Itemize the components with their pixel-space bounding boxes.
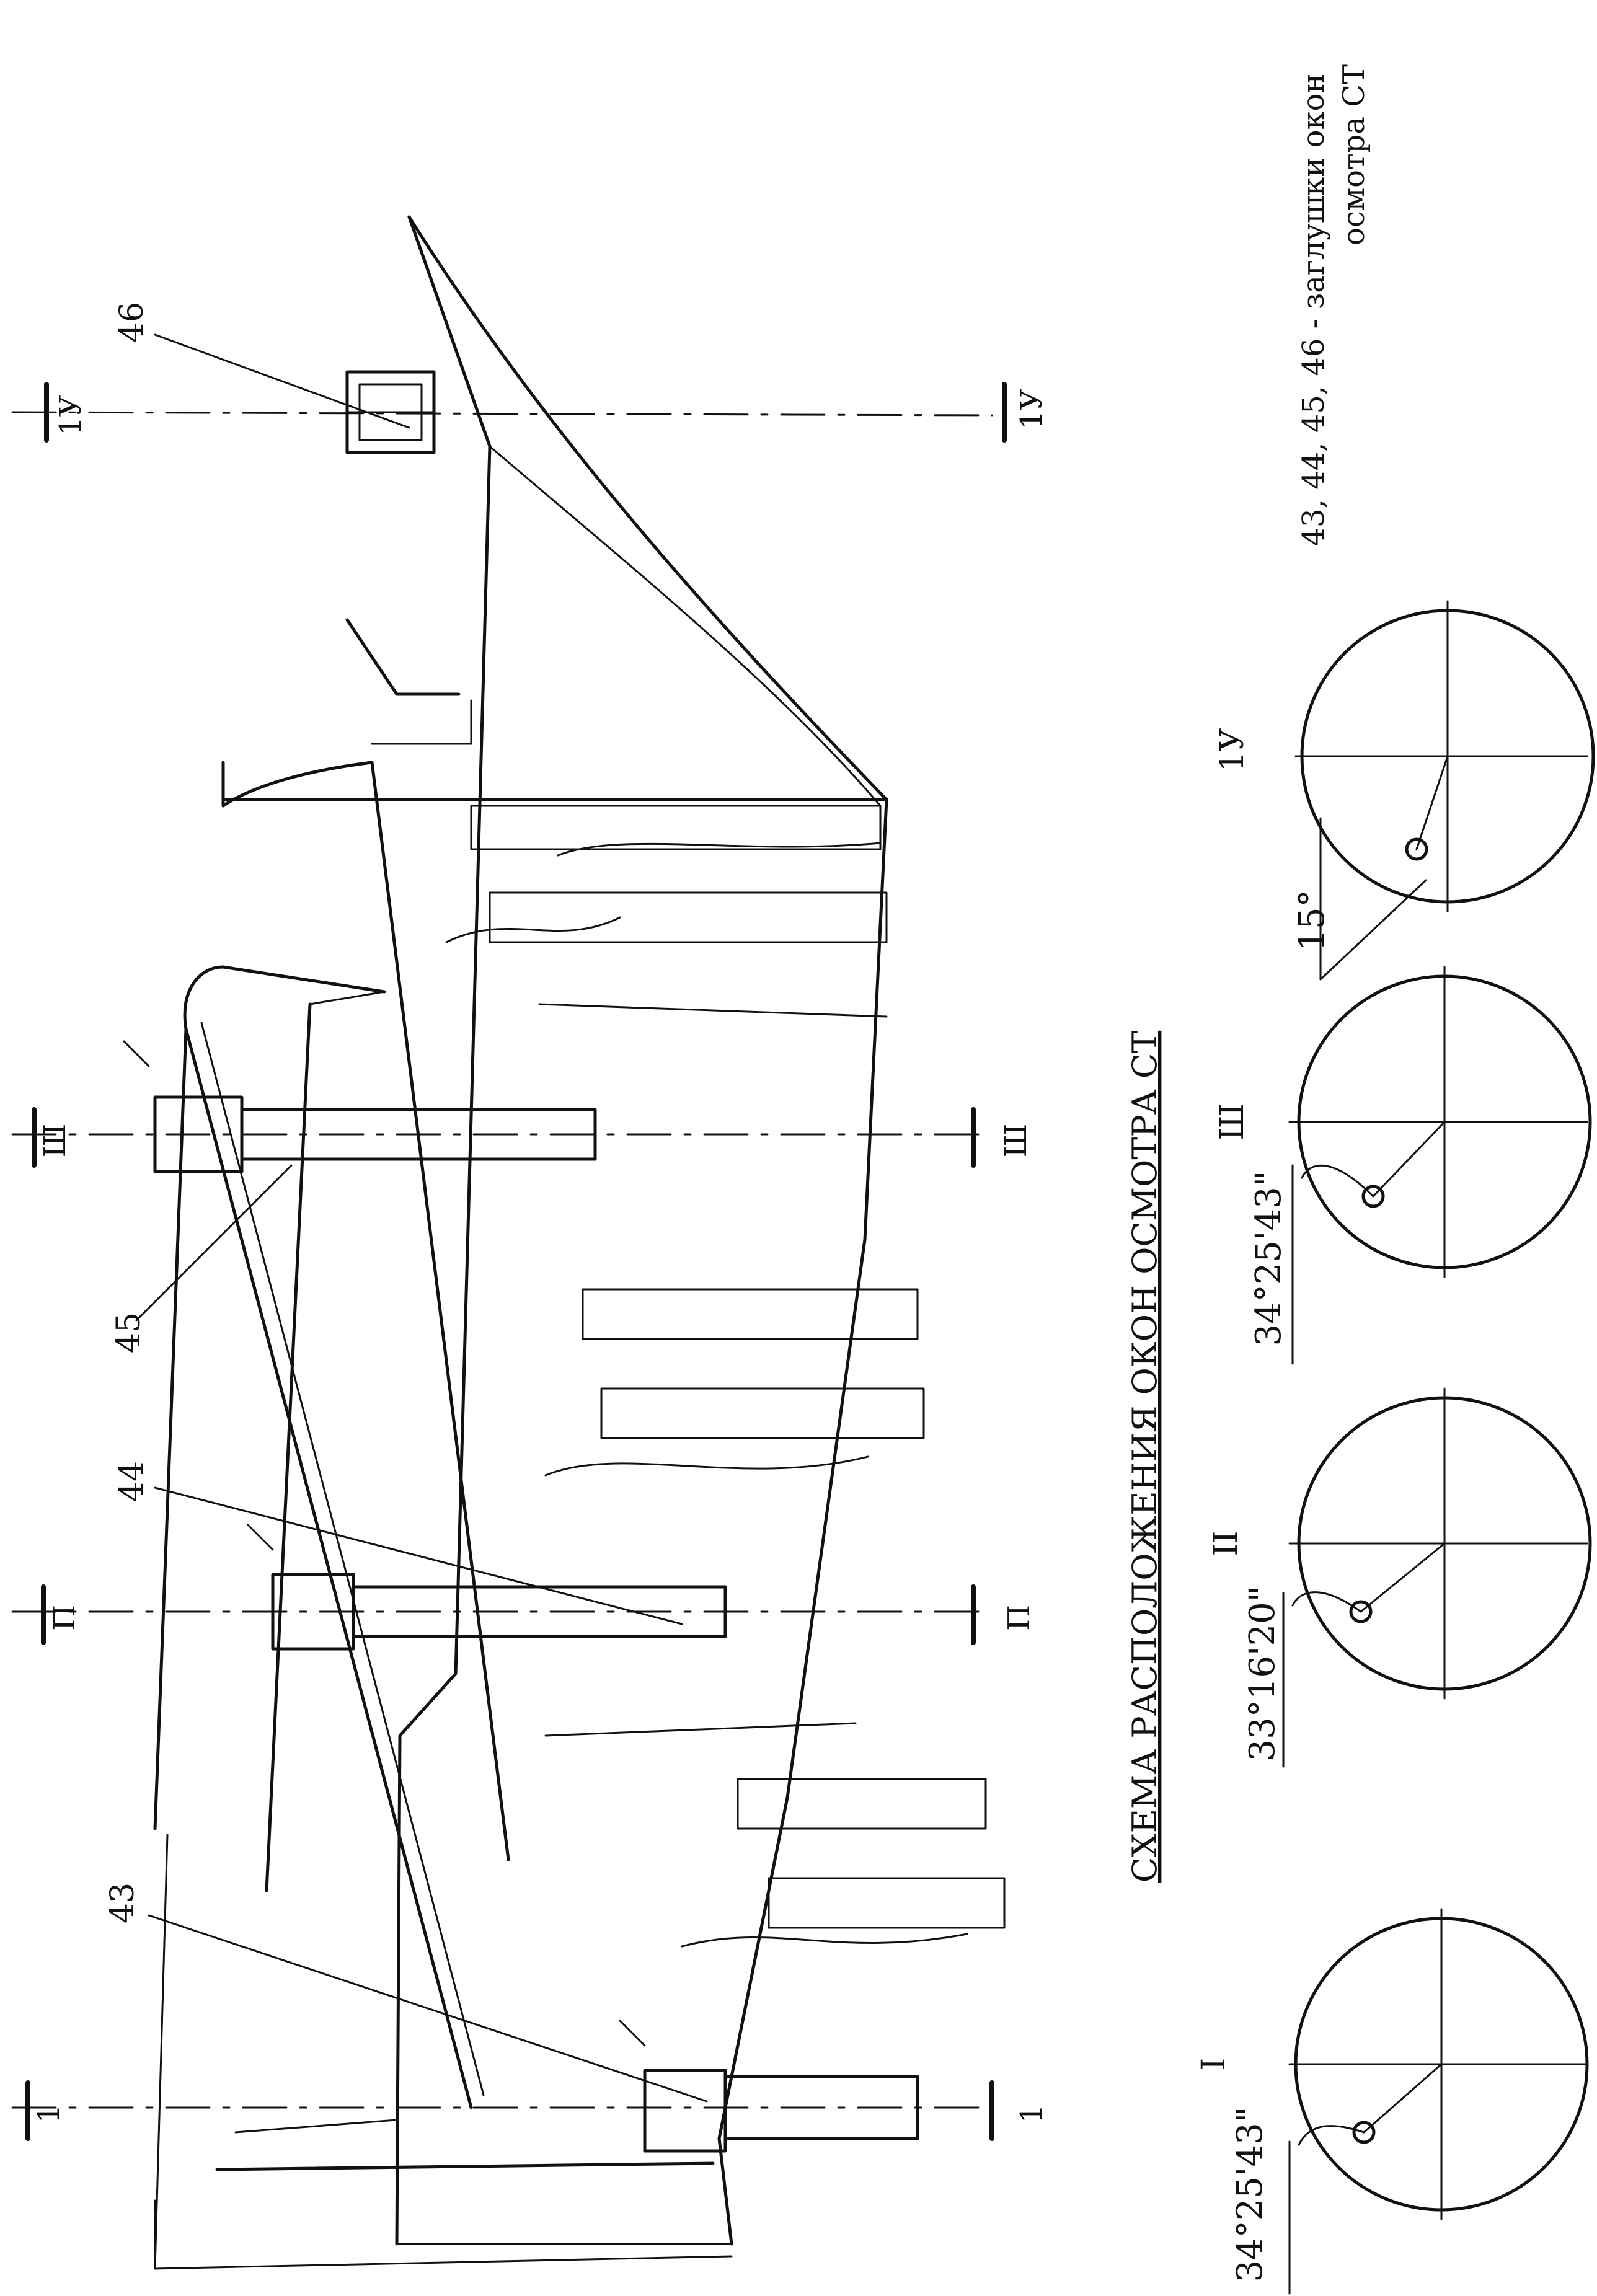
svg-text:1У: 1У: [1214, 728, 1251, 772]
svg-text:Ш: Ш: [38, 1124, 73, 1158]
section-label-IV-bottom: 1У: [1014, 389, 1049, 430]
plug-46: [345, 370, 436, 454]
svg-text:46: 46: [113, 302, 151, 343]
scheme-III-label: Ш: [1214, 1103, 1251, 1140]
svg-text:П: П: [47, 1605, 82, 1631]
scheme-II-angle: 33°16'20": [1242, 1586, 1283, 1762]
svg-text:осмотра СТ: осмотра СТ: [1337, 64, 1371, 245]
scheme-II-label: II: [1208, 1530, 1245, 1556]
scheme-III-angle: 34°25'43": [1249, 1171, 1289, 1346]
svg-text:I: I: [1195, 2058, 1232, 2071]
svg-text:П: П: [1002, 1605, 1037, 1631]
scheme-IV-label: 1У: [1214, 728, 1251, 772]
scheme-II: [1282, 1387, 1592, 1768]
casing-outline: [153, 215, 888, 2270]
section-label-III-bottom: Ш: [999, 1124, 1033, 1158]
svg-text:Ш: Ш: [1214, 1103, 1251, 1140]
scheme-IV-angle: 15°: [1292, 890, 1332, 951]
rotor-stages: [445, 805, 1006, 1948]
callout-43: 43: [104, 1883, 141, 1923]
scheme-I: [1288, 1908, 1589, 2295]
section-label-III-top: Ш: [38, 1124, 73, 1158]
scheme-IV: [1294, 600, 1595, 981]
svg-text:43, 44, 45, 46 - заглушки окон: 43, 44, 45, 46 - заглушки окон: [1296, 74, 1331, 547]
svg-text:43: 43: [104, 1883, 141, 1923]
svg-text:1: 1: [32, 2104, 66, 2124]
svg-text:34°25'43": 34°25'43": [1230, 2107, 1270, 2282]
svg-text:15°: 15°: [1292, 890, 1332, 951]
scheme-I-angle: 34°25'43": [1230, 2107, 1270, 2282]
svg-text:1У: 1У: [1014, 389, 1049, 430]
section-label-IV-top: 1У: [53, 395, 88, 436]
svg-text:44: 44: [113, 1461, 151, 1502]
svg-text:II: II: [1208, 1530, 1245, 1556]
callout-leaders: [135, 333, 708, 2103]
legend-line-2: осмотра СТ: [1337, 64, 1371, 245]
callout-46: 46: [113, 302, 151, 343]
section-label-I-bottom: 1: [1014, 2104, 1049, 2124]
diagram-caption: СХЕМА РАСПОЛОЖЕНИЯ ОКОН ОСМОТРА СТ: [1125, 1031, 1164, 1883]
callout-44: 44: [113, 1461, 151, 1502]
legend-line-1: 43, 44, 45, 46 - заглушки окон: [1296, 74, 1331, 547]
section-label-II-top: П: [47, 1605, 82, 1631]
svg-text:34°25'43": 34°25'43": [1249, 1171, 1289, 1346]
plug-45: [123, 1040, 597, 1173]
svg-text:33°16'20": 33°16'20": [1242, 1586, 1283, 1762]
scheme-I-label: I: [1195, 2058, 1232, 2071]
section-label-II-bottom: П: [1002, 1605, 1037, 1631]
section-lines: [11, 382, 1007, 2141]
callout-45: 45: [110, 1312, 148, 1353]
plug-44: [247, 1524, 727, 1651]
svg-text:1У: 1У: [53, 395, 88, 436]
svg-text:Ш: Ш: [999, 1124, 1033, 1158]
svg-text:45: 45: [110, 1312, 148, 1353]
plug-43: [619, 2020, 919, 2153]
section-label-I-top: 1: [32, 2104, 66, 2124]
scheme-III: [1288, 966, 1592, 1365]
svg-text:СХЕМА РАСПОЛОЖЕНИЯ ОКОН ОСМ: СХЕМА РАСПОЛОЖЕНИЯ ОКОН ОСМОТРА СТ: [1125, 1031, 1164, 1883]
svg-text:1: 1: [1014, 2104, 1049, 2124]
